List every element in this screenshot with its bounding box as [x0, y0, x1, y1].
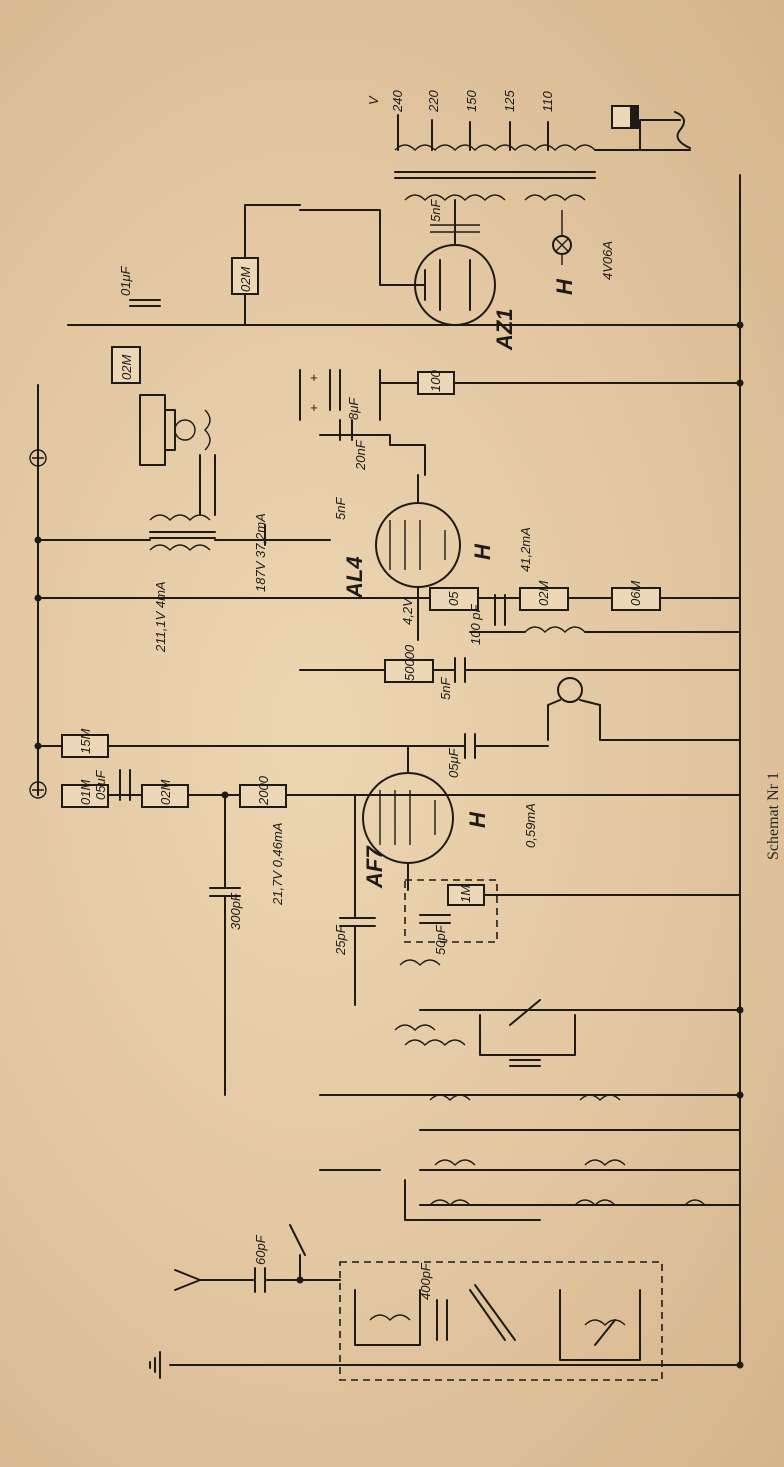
- svg-text:+: +: [310, 400, 318, 415]
- output-transformer: [37, 514, 331, 551]
- resistor-detector: [61, 784, 109, 808]
- rectifier-heater-label: H: [552, 278, 577, 295]
- grid-cap-label: 100 pF: [468, 603, 483, 645]
- mains-tap-labels: V 240 220 150 125 110: [366, 90, 555, 113]
- resistor-speaker: [111, 346, 141, 384]
- supply-reading: 211,1V 4mA: [153, 581, 168, 653]
- diagram-caption: Schemat Nr 1: [765, 772, 782, 860]
- output-tube-label: AL4: [342, 556, 367, 599]
- r-screen-label: 15M: [78, 729, 93, 754]
- detector-heater-label: H: [465, 811, 490, 828]
- resistor-hv-drop: [231, 257, 259, 295]
- r-filter-label: 100: [428, 370, 443, 392]
- output-anode-reading: 41,2mA: [518, 527, 533, 572]
- pickup-jack: [557, 677, 583, 703]
- mains-transformer: [394, 111, 691, 201]
- tone-cap-label: 01μF: [118, 265, 133, 296]
- detector-tube-label: AF7: [362, 845, 387, 889]
- feedback-cap-label: 25pF: [333, 924, 348, 956]
- r-cathode-out-label: 05: [446, 591, 461, 606]
- output-cathode-reading: 4,2V: [400, 597, 415, 625]
- r-grid-out-label: 02M: [536, 581, 551, 606]
- pilot-lamp-label: 4V06A: [600, 241, 615, 280]
- rf-cap-label: 300pF: [228, 892, 243, 930]
- band-switch-box: [339, 1261, 663, 1381]
- output-tube: [375, 474, 461, 641]
- audio-cap-label: 20nF: [353, 439, 368, 471]
- antenna-input: [174, 1267, 341, 1293]
- r-hv-drop-label: 02M: [238, 267, 253, 292]
- grid-det-cap-label: 50pF: [433, 924, 448, 955]
- r-speaker-label: 02M: [119, 355, 134, 380]
- detector-tube: [362, 745, 454, 891]
- tap-150-label: 150: [464, 90, 479, 112]
- r-coupling-label: 50000: [402, 644, 417, 681]
- tap-110-label: 110: [540, 91, 555, 112]
- r-leak-out-label: 06M: [628, 581, 643, 606]
- rectifier-tube: [299, 199, 496, 326]
- r-det-grid-label: 1M: [458, 885, 473, 903]
- resistor-grid-det: [141, 784, 189, 808]
- svg-text:+: +: [310, 370, 318, 385]
- tap-125-label: 125: [502, 90, 517, 112]
- mains-unit-label: V: [366, 95, 381, 105]
- band-cap-label: 400pF: [418, 1262, 433, 1300]
- output-screen-reading: 187V 37,2mA: [253, 513, 268, 592]
- hv-terminal-top: [29, 449, 47, 467]
- output-grid-cap-label: 5nF: [333, 497, 348, 520]
- ground-symbol: [149, 1351, 201, 1379]
- hv-cap-label: 5nF: [428, 199, 443, 222]
- loudspeaker: [139, 394, 216, 516]
- screen-cap-label: 05μF: [446, 747, 461, 778]
- antenna-cap-label: 60pF: [253, 1234, 268, 1265]
- hv-terminal-bottom: [29, 781, 47, 799]
- detector-cap-label: 05μF: [93, 769, 108, 800]
- output-heater-label: H: [470, 543, 495, 560]
- detector-anode-reading: 0,59mA: [523, 803, 538, 848]
- tap-240-label: 240: [390, 90, 405, 113]
- coupling-cap-label: 5nF: [438, 677, 453, 700]
- rectifier-tube-label: AZ1: [492, 308, 517, 351]
- r-grid-det-label: 02M: [158, 780, 173, 805]
- r-decouple-label: 2000: [256, 775, 271, 806]
- resistor-decouple: [239, 784, 287, 808]
- detector-screen-reading: 21,7V 0,46mA: [270, 823, 285, 906]
- filter-cap-label: 8μF: [346, 397, 361, 420]
- r-detector-label: 01M: [78, 780, 93, 805]
- grid-leak-shield: [404, 879, 498, 943]
- tap-220-label: 220: [426, 90, 441, 113]
